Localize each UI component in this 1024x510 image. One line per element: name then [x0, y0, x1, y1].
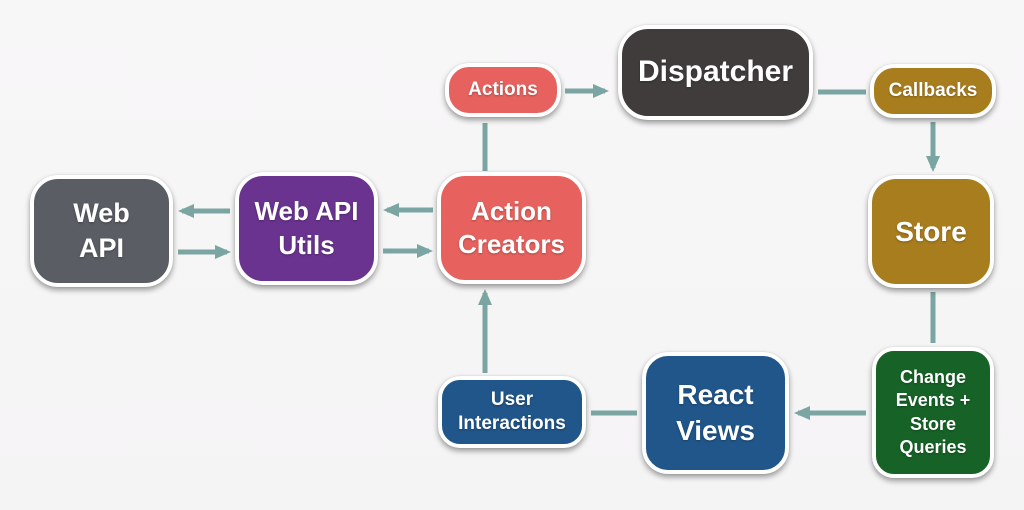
node-dispatcher: Dispatcher	[618, 25, 813, 120]
node-change-events-store-queries-label: Change Events + Store Queries	[895, 367, 971, 457]
node-actions-label: Actions	[468, 78, 538, 100]
node-actions: Actions	[445, 63, 561, 117]
node-dispatcher-label: Dispatcher	[637, 55, 794, 89]
node-web-api: Web API	[30, 175, 173, 287]
node-user-interactions: User Interactions	[438, 376, 586, 448]
node-user-interactions-label: User Interactions	[458, 388, 566, 434]
node-web-api-label: Web API	[73, 198, 130, 263]
node-callbacks-label: Callbacks	[888, 79, 978, 101]
node-web-api-utils: Web API Utils	[235, 172, 378, 285]
node-react-views: React Views	[642, 352, 789, 474]
node-change-events-store-queries: Change Events + Store Queries	[872, 347, 994, 478]
node-store-label: Store	[895, 215, 967, 247]
node-react-views-label: React Views	[676, 379, 755, 446]
node-callbacks: Callbacks	[870, 64, 996, 118]
node-web-api-utils-label: Web API Utils	[254, 196, 359, 260]
node-action-creators: Action Creators	[437, 172, 586, 284]
node-action-creators-label: Action Creators	[458, 195, 565, 259]
node-store: Store	[868, 175, 994, 288]
